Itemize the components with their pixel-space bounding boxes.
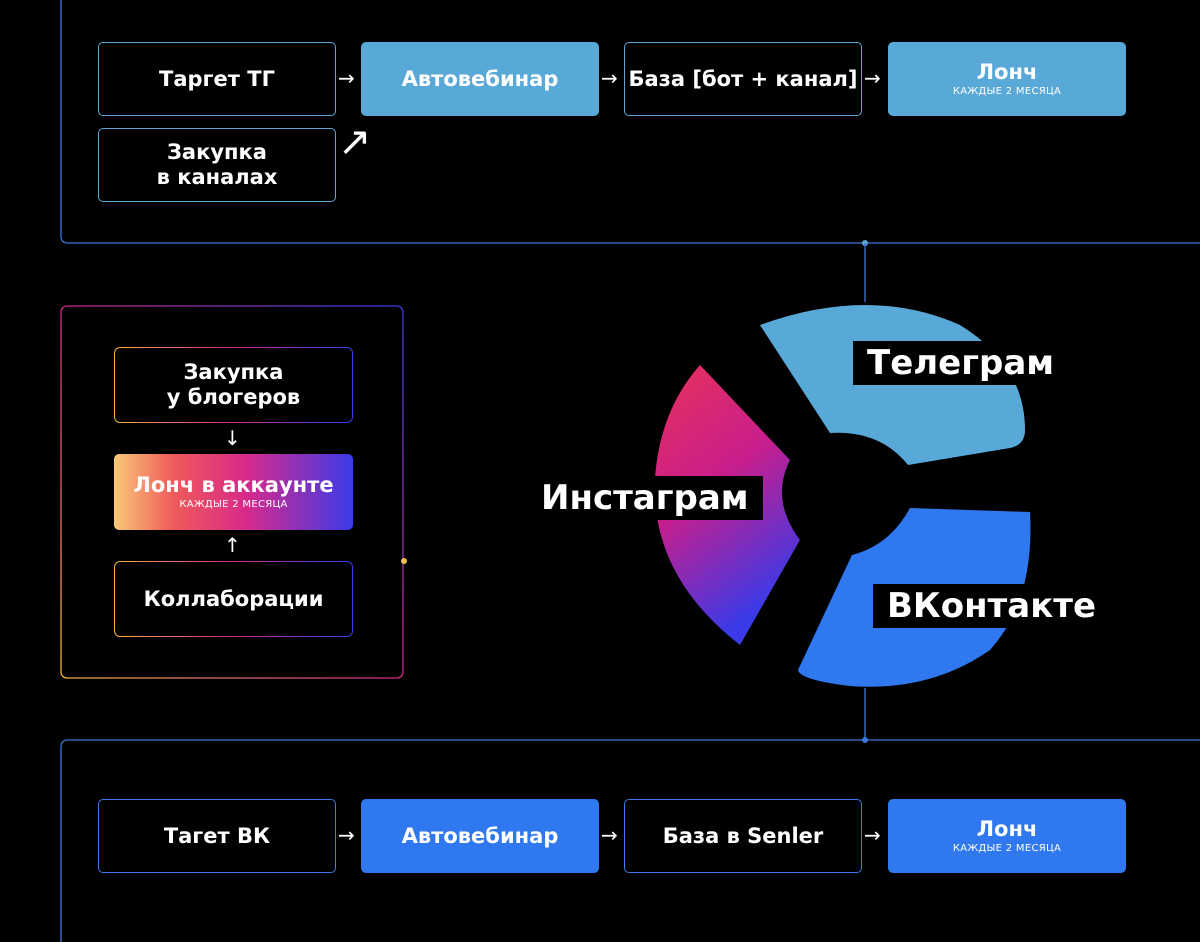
- tg-autowebinar-label: Автовебинар: [401, 66, 559, 91]
- tg-launch-note: КАЖДЫЕ 2 МЕСЯЦА: [952, 86, 1062, 97]
- target-tg-label: Таргет ТГ: [159, 66, 275, 91]
- arrow-up-icon: ↑: [224, 533, 241, 557]
- tg-base-label: База [бот + канал]: [628, 66, 858, 91]
- arrow-right-icon: →: [864, 66, 881, 90]
- arrow-right-icon: →: [338, 66, 355, 90]
- collabs-label: Коллаборации: [143, 586, 324, 611]
- tg-autowebinar-box: Автовебинар: [361, 42, 599, 116]
- vk-base-box: База в Senler: [624, 799, 862, 873]
- arrow-right-icon: →: [601, 823, 618, 847]
- arrow-right-icon: →: [338, 823, 355, 847]
- telegram-segment: [760, 305, 1025, 465]
- arrow-right-icon: →: [601, 66, 618, 90]
- instagram-frame-dot: [401, 558, 407, 564]
- vk-launch-box: Лонч КАЖДЫЕ 2 МЕСЯЦА: [888, 799, 1126, 873]
- bloggers-line1: Закупка: [183, 360, 284, 384]
- target-tg-box: Таргет ТГ: [98, 42, 336, 116]
- instagram-frame: [60, 305, 404, 679]
- instagram-ring-label: Инстаграм: [527, 476, 763, 520]
- vk-frame: [60, 739, 1200, 942]
- vk-launch-label: Лонч: [976, 817, 1038, 841]
- telegram-ring-label: Телеграм: [853, 341, 1069, 385]
- ig-launch-box: Лонч в аккаунте КАЖДЫЕ 2 МЕСЯЦА: [114, 454, 353, 530]
- vk-launch-note: КАЖДЫЕ 2 МЕСЯЦА: [952, 843, 1062, 854]
- tg-launch-label: Лонч: [976, 60, 1038, 84]
- ig-launch-label: Лонч в аккаунте: [133, 473, 334, 497]
- arrow-up-right-icon: ↗: [338, 119, 372, 165]
- arrow-down-icon: ↓: [224, 426, 241, 450]
- tg-base-box: База [бот + канал]: [624, 42, 862, 116]
- tg-launch-box: Лонч КАЖДЫЕ 2 МЕСЯЦА: [888, 42, 1126, 116]
- ig-launch-note: КАЖДЫЕ 2 МЕСЯЦА: [179, 499, 288, 510]
- vk-base-label: База в Senler: [662, 823, 824, 848]
- collabs-box: Коллаборации: [114, 561, 353, 637]
- target-vk-label: Тагет ВК: [163, 823, 271, 848]
- telegram-frame: [60, 0, 1200, 244]
- target-vk-box: Тагет ВК: [98, 799, 336, 873]
- vk-autowebinar-box: Автовебинар: [361, 799, 599, 873]
- bloggers-line2: у блогеров: [166, 385, 301, 409]
- vk-autowebinar-label: Автовебинар: [401, 823, 559, 848]
- bloggers-box: Закупка у блогеров: [114, 347, 353, 423]
- arrow-right-icon: →: [864, 823, 881, 847]
- purchase-channels-line1: Закупка: [167, 140, 267, 164]
- vk-ring-label: ВКонтакте: [873, 584, 1111, 628]
- purchase-channels-box: Закупка в каналах: [98, 128, 336, 202]
- purchase-channels-line2: в каналах: [156, 165, 278, 189]
